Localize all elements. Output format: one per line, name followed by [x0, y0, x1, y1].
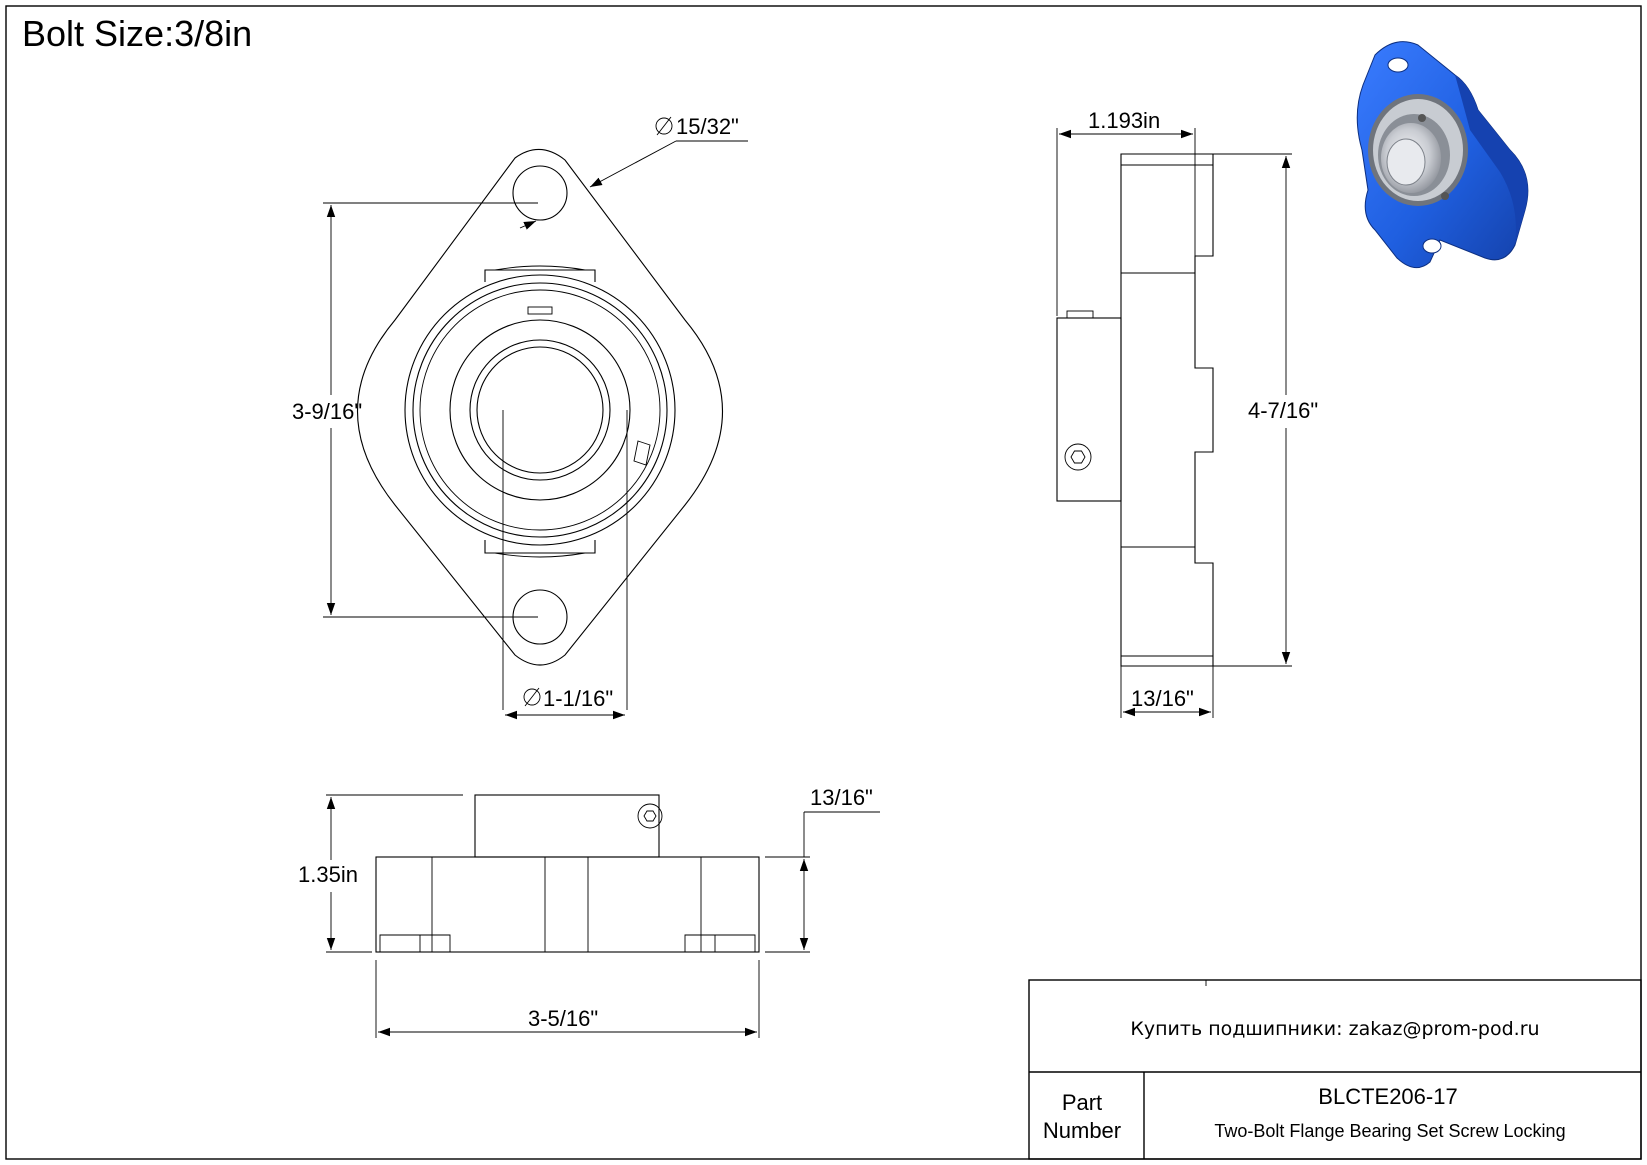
dim-bottom-length: 3-5/16": [528, 1006, 598, 1031]
contact-text: Купить подшипники: zakaz@prom-pod.ru: [1130, 1018, 1539, 1040]
hub-tab-top: [484, 269, 596, 282]
dim-side-height: 4-7/16": [1248, 398, 1318, 423]
dim-bottom-flange: 13/16": [810, 785, 873, 810]
front-dimensions: 3-9/16" 15/32" 1-1/16": [292, 114, 748, 720]
part-label-line2: Number: [1043, 1118, 1121, 1143]
bore-outer: [469, 339, 611, 481]
housing-ring-inner: [412, 282, 668, 538]
dim-bolt-hole: 15/32": [676, 114, 739, 139]
bore-inner: [476, 346, 604, 474]
flange-outline: [357, 148, 723, 666]
side-set-screw: [1064, 443, 1092, 471]
dim-bore: 1-1/16": [543, 686, 613, 711]
bottom-hub: [474, 794, 660, 858]
set-screw-top: [527, 306, 553, 315]
bottom-view: [375, 794, 760, 953]
front-view: [357, 148, 723, 710]
dim-bolt-spacing: 3-9/16": [292, 399, 362, 424]
set-screw-side: [633, 440, 651, 466]
part-number: BLCTE206-17: [1318, 1084, 1457, 1109]
side-hub: [1056, 317, 1122, 502]
side-dimensions: 1.193in 4-7/16" 13/16": [1056, 108, 1318, 718]
hub-tab-bottom: [484, 540, 596, 554]
bottom-dimensions: 1.35in 13/16" 3-5/16": [298, 785, 880, 1038]
iso-bearing-image: [1356, 41, 1529, 269]
part-description: Two-Bolt Flange Bearing Set Screw Lockin…: [1214, 1121, 1565, 1141]
insert-ring: [449, 319, 631, 501]
bolt-hole-top: [512, 165, 568, 221]
housing-ring-outer: [404, 274, 676, 546]
side-view: [1056, 153, 1214, 667]
dim-side-flange: 13/16": [1131, 686, 1194, 711]
sheet-border: [5, 5, 1642, 1160]
part-label-line1: Part: [1062, 1090, 1102, 1115]
drawing-title: Bolt Size:3/8in: [22, 13, 252, 54]
bottom-set-screw: [637, 803, 663, 829]
dim-side-width: 1.193in: [1088, 108, 1160, 133]
side-flange: [1120, 153, 1214, 667]
dim-bottom-height: 1.35in: [298, 862, 358, 887]
title-block: Купить подшипники: zakaz@prom-pod.ru Par…: [1028, 979, 1642, 1160]
bottom-flange: [375, 856, 760, 953]
insert-outer-ring: [419, 289, 661, 531]
